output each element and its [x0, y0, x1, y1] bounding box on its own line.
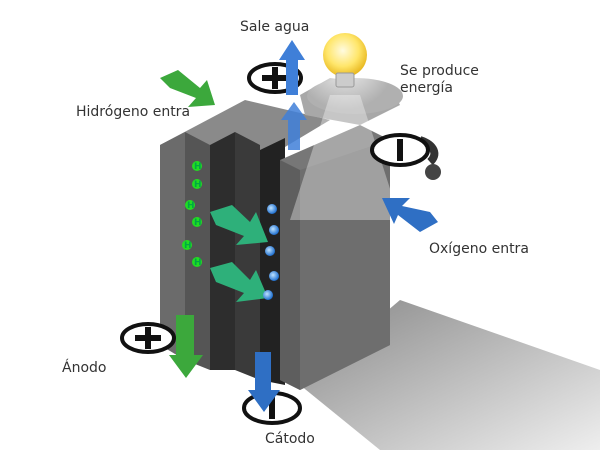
- hydrogen-symbol: H: [194, 162, 202, 172]
- cathode-layer: [260, 138, 285, 385]
- hydrogen-in-label: Hidrógeno entra: [76, 104, 191, 120]
- membrane: [210, 132, 235, 370]
- oxygen-in-label: Oxígeno entra: [429, 241, 529, 257]
- anode-plus-icon: [120, 322, 176, 354]
- cathode-plate-side: [300, 140, 390, 390]
- light-beam: [290, 95, 400, 220]
- hydrogen-symbol: H: [194, 258, 202, 268]
- water-out-arrow: [279, 40, 305, 95]
- anode-plate-side: [185, 132, 210, 370]
- membrane-side: [235, 132, 260, 380]
- cathode-plate-front: [280, 160, 300, 390]
- anode-label: Ánodo: [62, 360, 107, 376]
- cathode-top-minus-icon: [370, 133, 441, 180]
- oxygen-ions: [263, 204, 279, 300]
- ion-flow-arrow-2: [210, 262, 268, 302]
- cathode-electron-arrow: [248, 352, 280, 412]
- water-out-label: Sale agua: [240, 19, 310, 35]
- hydrogen-symbol: H: [194, 218, 202, 228]
- hydrogen-symbol: H: [187, 201, 195, 211]
- hydrogen-in-arrow: [160, 70, 215, 107]
- hydrogen-symbol: H: [184, 241, 192, 251]
- energy-label-line2: energía: [400, 80, 453, 96]
- cathode-label: Cátodo: [265, 431, 315, 447]
- light-bulb-icon: [323, 33, 367, 88]
- energy-label-line1: Se produce: [400, 63, 479, 79]
- hydrogen-molecules: H H H H H H: [182, 161, 202, 268]
- oxygen-in-arrow: [382, 198, 438, 232]
- ion-flow-arrow-1: [210, 205, 268, 245]
- hydrogen-symbol: H: [194, 180, 202, 190]
- anode-plate: [160, 132, 185, 360]
- anode-electron-arrow: [169, 315, 203, 378]
- water-out-arrow-lower: [281, 102, 307, 150]
